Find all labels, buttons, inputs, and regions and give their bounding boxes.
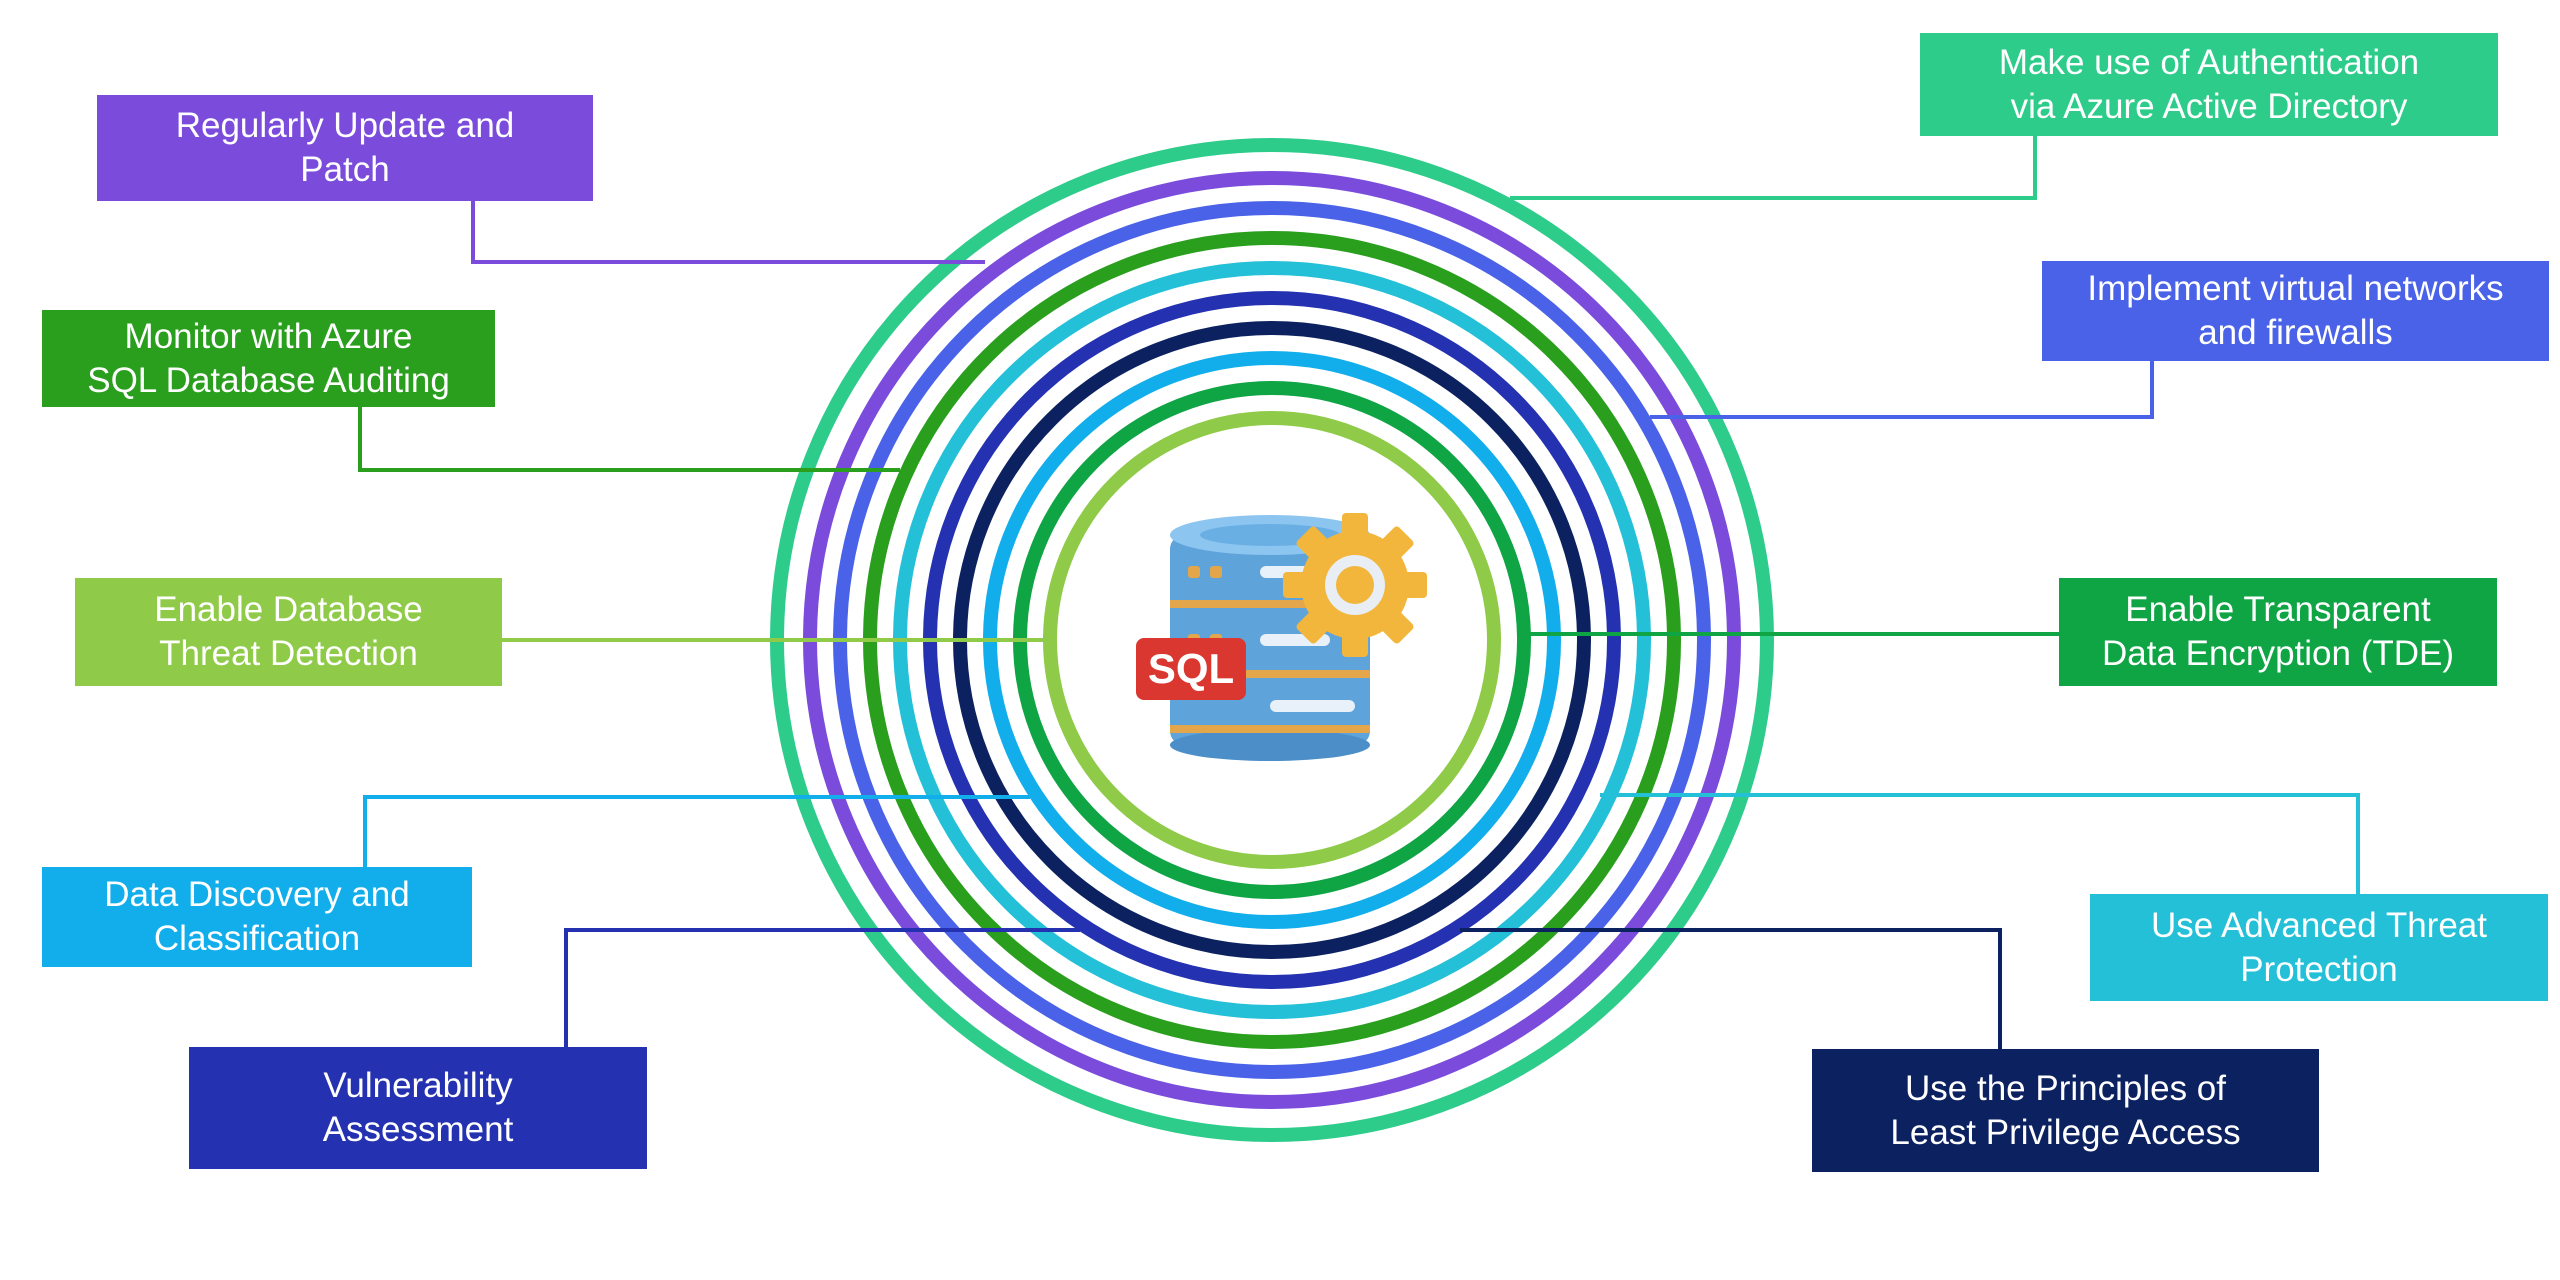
practice-label: Data Discovery and Classification (104, 875, 410, 958)
practice-label: Use the Principles of Least Privilege Ac… (1890, 1068, 2241, 1152)
sql-badge: SQL (1136, 638, 1246, 700)
practice-atp: Use Advanced Threat Protection (2090, 894, 2548, 1001)
connector-vulnerability (564, 928, 1080, 1047)
connector-least-privilege (1460, 928, 2002, 1049)
connector-atp (1600, 793, 2360, 894)
connector-vnet-firewall (1650, 361, 2154, 419)
practice-label: Enable Transparent Data Encryption (TDE) (2101, 590, 2455, 673)
ring-10 (1043, 411, 1501, 869)
practice-label: Vulnerability Assessment (322, 1066, 514, 1149)
sql-database-gear-icon: SQL (1136, 513, 1427, 761)
practice-threat-detection: Enable Database Threat Detection (75, 578, 502, 686)
practice-aad-auth: Make use of Authentication via Azure Act… (1920, 33, 2498, 136)
practice-label: Monitor with Azure SQL Database Auditing (87, 316, 450, 400)
connector-auditing (358, 407, 900, 472)
connector-lines (358, 136, 2360, 1049)
connector-data-discovery (363, 795, 1030, 867)
practice-data-discovery: Data Discovery and Classification (42, 867, 472, 967)
practice-label: Regularly Update and Patch (175, 106, 515, 189)
practice-label: Use Advanced Threat Protection (2151, 905, 2487, 989)
practice-regular-update: Regularly Update and Patch (97, 95, 593, 201)
sql-badge-text: SQL (1148, 645, 1234, 692)
practice-vulnerability: Vulnerability Assessment (189, 1047, 647, 1169)
practice-least-privilege: Use the Principles of Least Privilege Ac… (1812, 1049, 2319, 1172)
gear-icon (1283, 513, 1427, 657)
practice-auditing: Monitor with Azure SQL Database Auditing (42, 310, 495, 407)
practice-vnet-firewall: Implement virtual networks and firewalls (2042, 261, 2549, 361)
connector-regular-update (471, 200, 985, 264)
practice-label: Make use of Authentication via Azure Act… (1998, 42, 2420, 126)
practice-label: Implement virtual networks and firewalls (2087, 269, 2504, 352)
practice-tde: Enable Transparent Data Encryption (TDE) (2059, 578, 2497, 686)
practice-label: Enable Database Threat Detection (154, 590, 423, 673)
connector-aad-auth (1510, 136, 2037, 200)
